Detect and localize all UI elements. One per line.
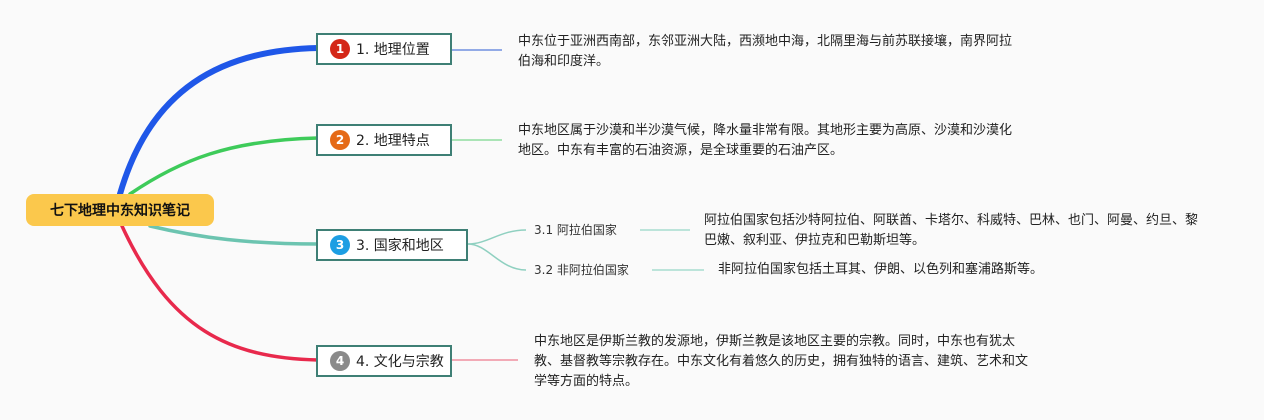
number-badge-4: 4	[330, 351, 350, 371]
topic-label-2: 2. 地理特点	[356, 133, 430, 149]
number-badge-2: 2	[330, 130, 350, 150]
branch-line-1	[117, 45, 321, 197]
branch-line-3	[148, 224, 320, 246]
subtopic-non-arab-countries[interactable]: 3.2 非阿拉伯国家	[534, 263, 629, 277]
note-geographic-location: 中东位于亚洲西南部，东邻亚洲大陆，西濒地中海，北隔里海与前苏联接壤，南界阿拉伯海…	[518, 34, 1013, 69]
branch-line-2	[128, 136, 320, 196]
note-geographic-features: 中东地区属于沙漠和半沙漠气候，降水量非常有限。其地形主要为高原、沙漠和沙漠化地区…	[518, 123, 1013, 158]
topic-countries-regions[interactable]: 3 3. 国家和地区	[316, 229, 468, 261]
topic-label-4: 4. 文化与宗教	[356, 354, 444, 370]
topic-label-3: 3. 国家和地区	[356, 238, 444, 254]
topic-geographic-features[interactable]: 2 2. 地理特点	[316, 124, 452, 156]
branch-line-4	[120, 224, 320, 362]
subtopic-arab-countries[interactable]: 3.1 阿拉伯国家	[534, 223, 617, 237]
note-culture-religion: 中东地区是伊斯兰教的发源地，伊斯兰教是该地区主要的宗教。同时，中东也有犹太教、基…	[534, 334, 1029, 389]
number-badge-3: 3	[330, 235, 350, 255]
topic-culture-religion[interactable]: 4 4. 文化与宗教	[316, 345, 452, 377]
root-topic[interactable]: 七下地理中东知识笔记	[26, 194, 214, 226]
topic-geographic-location[interactable]: 1 1. 地理位置	[316, 33, 452, 65]
root-title: 七下地理中东知识笔记	[50, 203, 190, 219]
topic-label-1: 1. 地理位置	[356, 42, 430, 58]
number-badge-1: 1	[330, 39, 350, 59]
note-arab-countries: 阿拉伯国家包括沙特阿拉伯、阿联酋、卡塔尔、科威特、巴林、也门、阿曼、约旦、黎巴嫩…	[704, 213, 1199, 248]
note-non-arab-countries: 非阿拉伯国家包括土耳其、伊朗、以色列和塞浦路斯等。	[718, 262, 1044, 277]
sub-line-3-2	[467, 243, 527, 271]
sub-line-3-1	[467, 229, 527, 245]
